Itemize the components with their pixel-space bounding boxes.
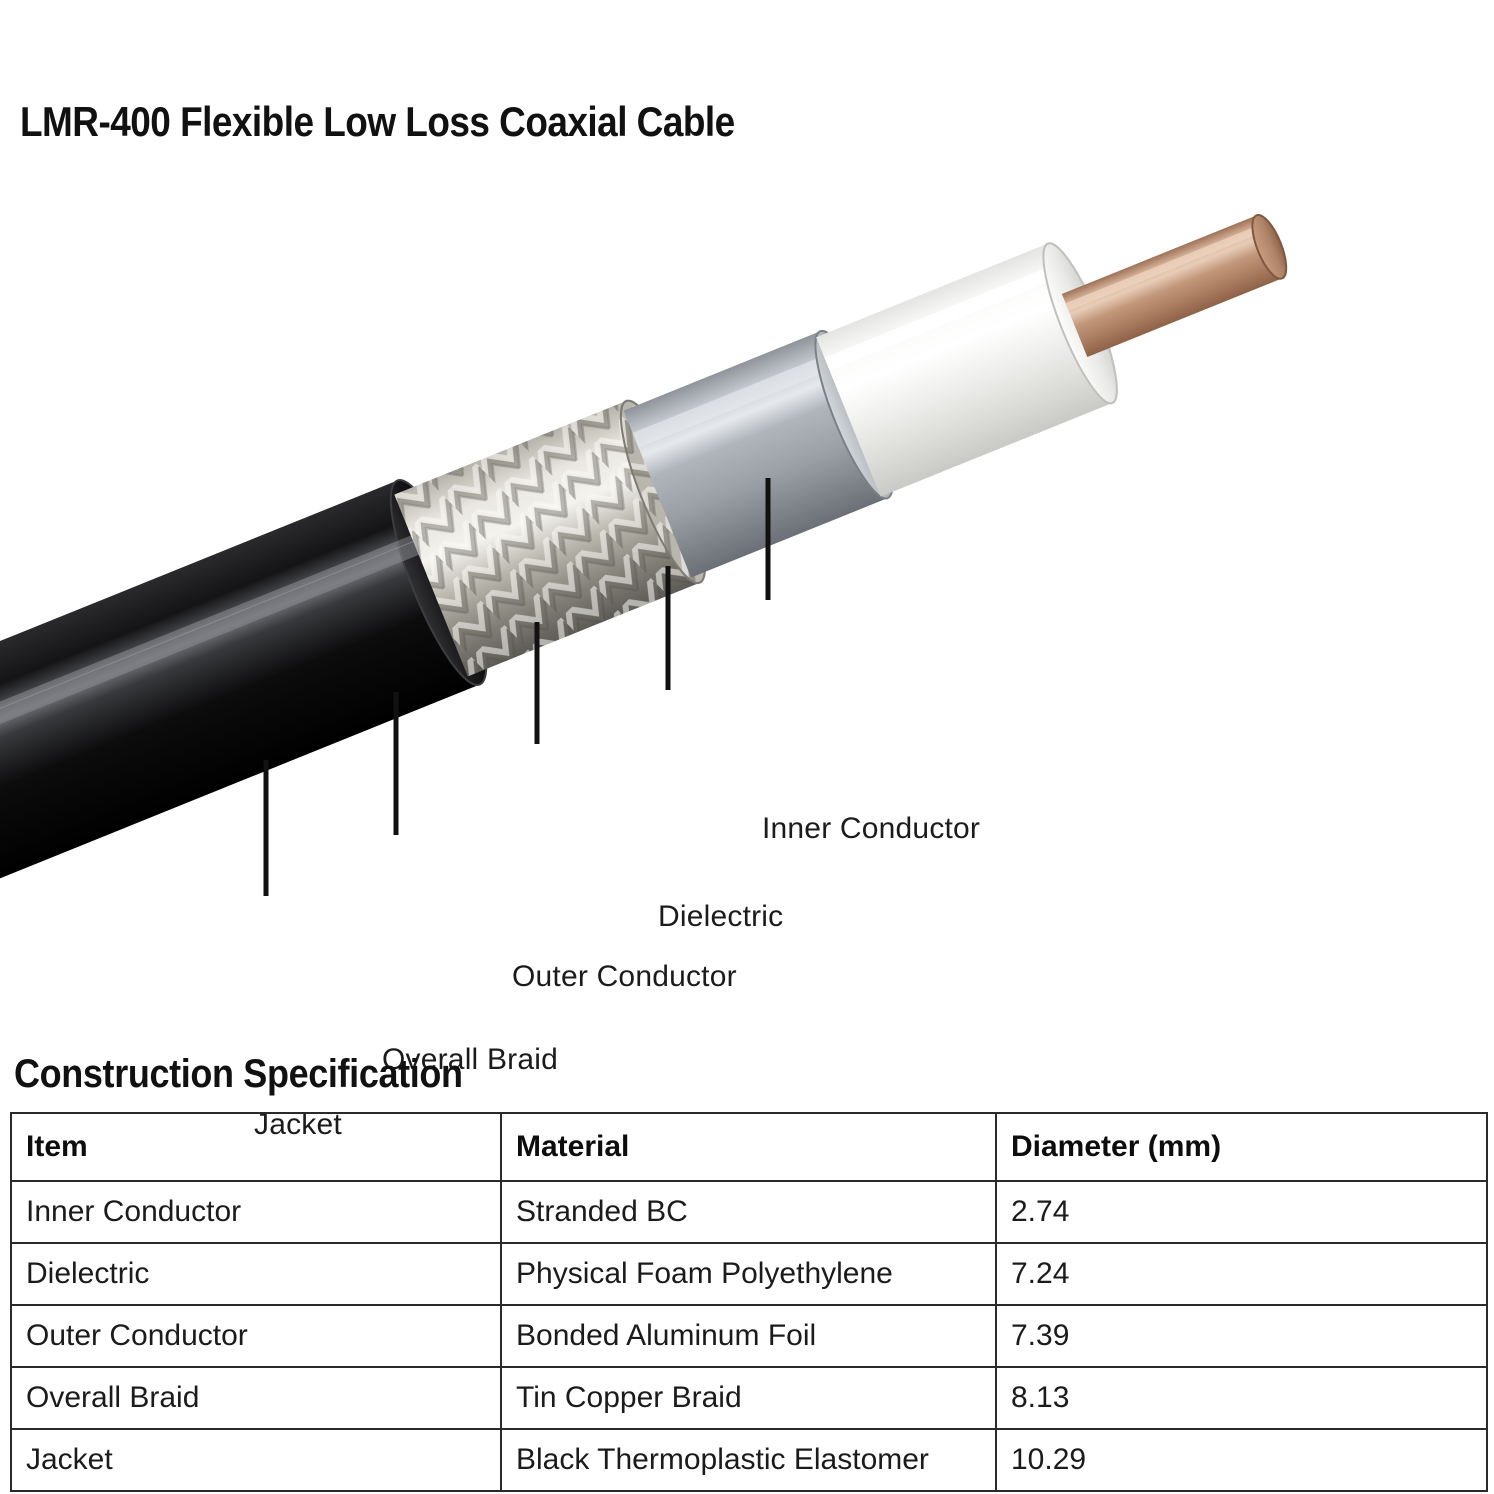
cell-diameter: 10.29 — [995, 1428, 1488, 1492]
table-body: Inner Conductor Stranded BC 2.74 Dielect… — [10, 1180, 1488, 1492]
coaxial-cable-illustration — [0, 214, 1288, 992]
cell-diameter: 7.39 — [995, 1304, 1488, 1368]
cell-diameter: 8.13 — [995, 1366, 1488, 1430]
column-header-item: Item — [10, 1112, 502, 1182]
callout-label-outer-conductor: Outer Conductor — [512, 960, 737, 993]
table-row: Inner Conductor Stranded BC 2.74 — [10, 1180, 1488, 1244]
construction-specification-heading: Construction Specification — [14, 1052, 463, 1096]
table-row: Outer Conductor Bonded Aluminum Foil 7.3… — [10, 1304, 1488, 1368]
callout-label-inner-conductor: Inner Conductor — [762, 812, 981, 845]
table-row: Overall Braid Tin Copper Braid 8.13 — [10, 1366, 1488, 1430]
table-row: Dielectric Physical Foam Polyethylene 7.… — [10, 1242, 1488, 1306]
cell-item: Inner Conductor — [10, 1180, 502, 1244]
construction-specification-table: Item Material Diameter (mm) Inner Conduc… — [10, 1112, 1488, 1492]
cell-material: Black Thermoplastic Elastomer — [500, 1428, 997, 1492]
cable-diagram: Inner Conductor Dielectric Outer Conduct… — [0, 190, 1494, 1141]
cell-material: Tin Copper Braid — [500, 1366, 997, 1430]
cell-item: Overall Braid — [10, 1366, 502, 1430]
table-row: Jacket Black Thermoplastic Elastomer 10.… — [10, 1428, 1488, 1492]
callout-leader-lines — [263, 478, 771, 896]
table-header-row: Item Material Diameter (mm) — [10, 1112, 1488, 1182]
page-title: LMR-400 Flexible Low Loss Coaxial Cable — [20, 98, 735, 145]
column-header-material: Material — [500, 1112, 997, 1182]
cell-diameter: 2.74 — [995, 1180, 1488, 1244]
cable-layer-inner-conductor — [1061, 214, 1288, 358]
cable-layer-dielectric — [816, 242, 1118, 497]
cell-material: Stranded BC — [500, 1180, 997, 1244]
cell-item: Outer Conductor — [10, 1304, 502, 1368]
cell-diameter: 7.24 — [995, 1242, 1488, 1306]
cell-material: Bonded Aluminum Foil — [500, 1304, 997, 1368]
cell-material: Physical Foam Polyethylene — [500, 1242, 997, 1306]
column-header-diameter: Diameter (mm) — [995, 1112, 1488, 1182]
callout-label-overall-braid: Overall Braid — [382, 1043, 558, 1076]
callout-label-dielectric: Dielectric — [658, 900, 784, 933]
cell-item: Dielectric — [10, 1242, 502, 1306]
construction-specification-table-wrapper: Item Material Diameter (mm) Inner Conduc… — [10, 1112, 1488, 1492]
cell-item: Jacket — [10, 1428, 502, 1492]
